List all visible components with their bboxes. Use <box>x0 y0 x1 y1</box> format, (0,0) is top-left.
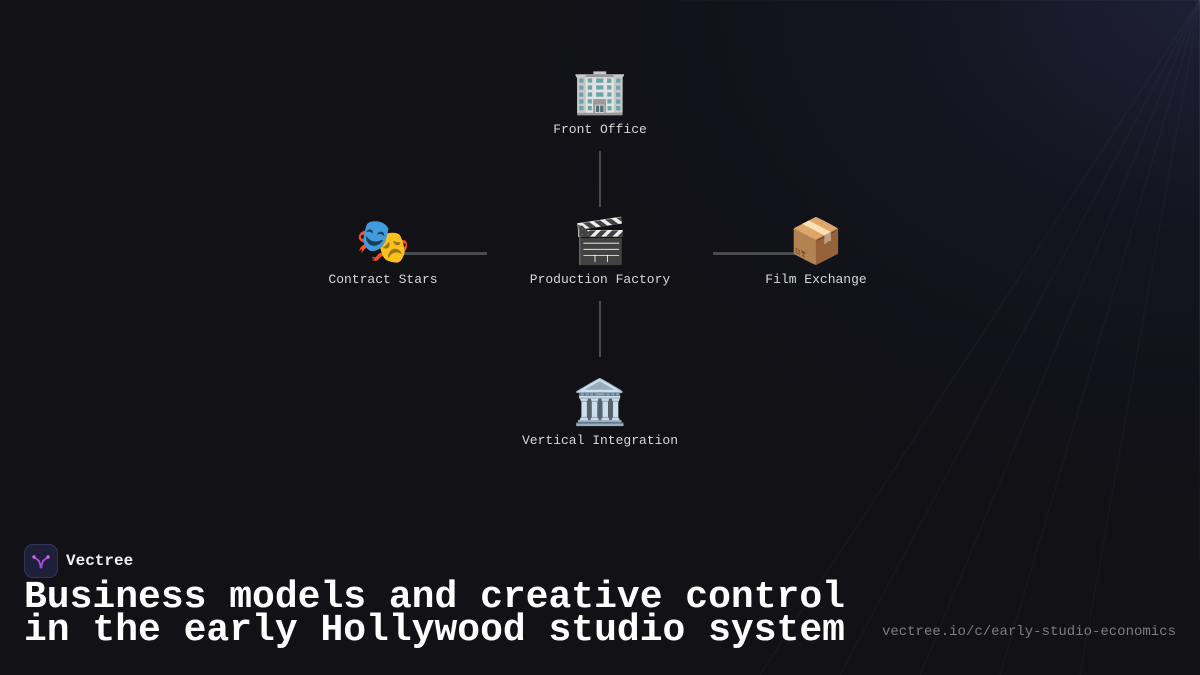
connector-production-to-film-exchange <box>713 252 805 255</box>
node-label: Contract Stars <box>328 272 438 287</box>
vectree-logo-icon <box>24 544 58 578</box>
connector-front-office-to-production <box>599 151 601 207</box>
node-vertical-integration: 🏛️ Vertical Integration <box>521 377 679 449</box>
package-box-icon: 📦 <box>788 216 844 267</box>
node-front-office: 🏢 Front Office <box>553 66 647 138</box>
classical-building-icon: 🏛️ <box>572 377 628 428</box>
node-label: Film Exchange <box>765 272 867 287</box>
node-label: Vertical Integration <box>521 433 679 448</box>
page-title: Business models and creative control in … <box>24 576 845 652</box>
brand[interactable]: Vectree <box>24 544 133 578</box>
connector-contract-stars-to-production <box>401 252 487 255</box>
source-url[interactable]: vectree.io/c/early-studio-economics <box>881 624 1176 640</box>
connector-production-to-vertical-integration <box>599 301 601 357</box>
brand-name: Vectree <box>66 552 134 570</box>
node-production-factory: 🎬 Production Factory <box>529 216 671 288</box>
performing-arts-masks-icon: 🎭 <box>355 216 411 267</box>
node-label: Production Factory <box>529 272 671 287</box>
node-film-exchange: 📦 Film Exchange <box>765 216 867 288</box>
clapper-board-icon: 🎬 <box>572 216 628 267</box>
node-contract-stars: 🎭 Contract Stars <box>328 216 438 288</box>
node-label: Front Office <box>553 122 647 137</box>
office-building-icon: 🏢 <box>572 66 628 117</box>
